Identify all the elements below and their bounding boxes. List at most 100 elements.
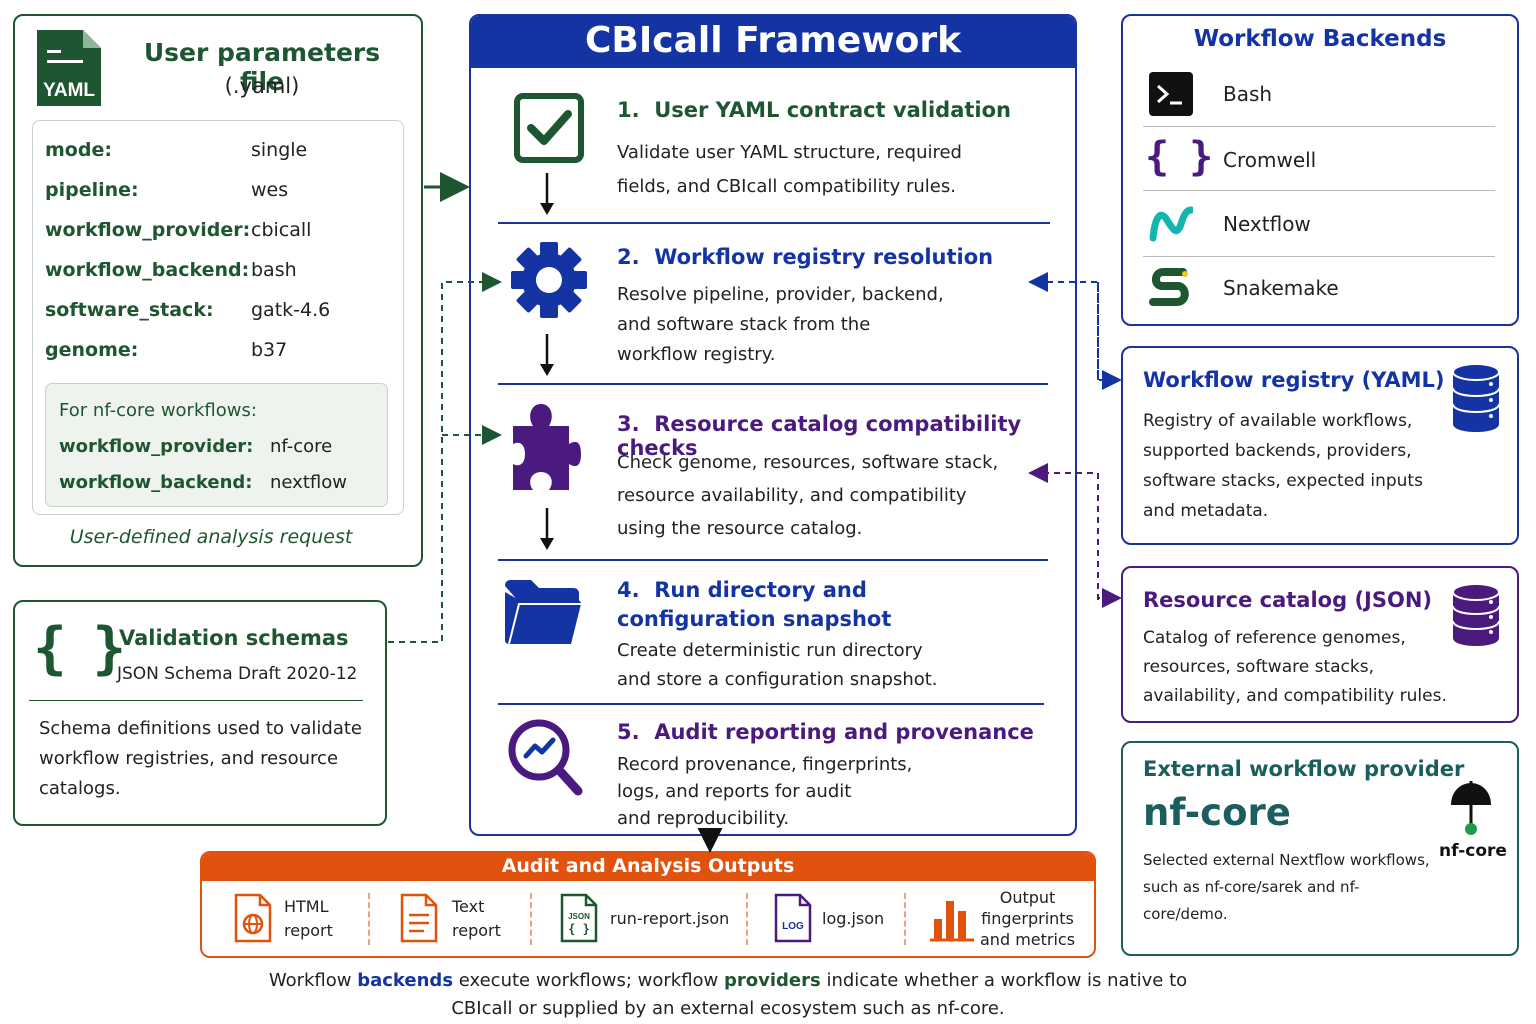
user-parameters-panel: YAML User parameters file (.yaml) mode: …	[13, 14, 423, 567]
catalog-link-arrow	[1028, 463, 1099, 600]
schemas-to-registry-arrow	[388, 272, 502, 643]
gear-icon	[511, 242, 587, 318]
registry-title: Workflow registry (YAML)	[1143, 368, 1445, 392]
output-label-line: report	[452, 921, 501, 940]
step-desc-line: Validate user YAML structure, required	[617, 142, 962, 163]
step-1-title: 1. User YAML contract validation	[617, 98, 1011, 122]
step-2-title: 2. Workflow registry resolution	[617, 245, 993, 269]
step-title-line: configuration snapshot	[617, 607, 892, 631]
params-list: mode: single pipeline: wes workflow_prov…	[32, 120, 404, 515]
user-params-subtitle: (.yaml)	[224, 74, 300, 98]
user-params-caption: User-defined analysis request	[69, 526, 353, 548]
log-file-icon: LOG	[774, 893, 812, 943]
svg-text:{ }: { }	[568, 922, 590, 936]
step-title-text: Run directory and	[654, 578, 867, 602]
yaml-icon-label: YAML	[43, 80, 95, 101]
param-value: nf-core	[270, 436, 333, 457]
divider	[1143, 256, 1495, 257]
output-label-line: Output	[999, 888, 1056, 907]
divider	[368, 893, 370, 945]
registry-description: Registry of available workflows, support…	[1143, 411, 1423, 521]
step-desc-line: Create deterministic run directory	[617, 640, 923, 661]
footnote-line-2: CBIcall or supplied by an external ecosy…	[451, 998, 1005, 1019]
step-desc-line: and reproducibility.	[617, 808, 790, 829]
param-key: workflow_provider:	[45, 219, 251, 241]
param-key: genome:	[45, 339, 139, 361]
registry-link-arrow	[1097, 282, 1122, 390]
backend-label: Snakemake	[1223, 276, 1339, 300]
down-arrow-icon	[540, 173, 554, 215]
param-value: single	[251, 139, 308, 161]
down-arrow-icon	[540, 508, 554, 550]
step-title-text: Workflow registry resolution	[654, 245, 994, 269]
step-number: 4.	[617, 578, 640, 602]
output-label: run-report.json	[610, 909, 730, 928]
puzzle-icon	[513, 404, 581, 490]
html-file-icon	[234, 893, 272, 943]
param-value: gatk-4.6	[251, 299, 331, 321]
step-desc-line: resource availability, and compatibility	[617, 485, 967, 506]
divider	[904, 893, 906, 945]
yaml-file-icon: YAML	[37, 30, 101, 106]
step-3-description: Check genome, resources, software stack,…	[617, 446, 998, 545]
log-icon-text: LOG	[782, 921, 804, 932]
framework-title: CBIcall Framework	[584, 20, 962, 61]
param-value: bash	[251, 259, 297, 281]
schemas-description: Schema definitions used to validate work…	[39, 718, 362, 799]
step-5-description: Record provenance, fingerprints, logs, a…	[617, 751, 912, 832]
snakemake-icon	[1149, 268, 1189, 306]
step-title-text: Resource catalog compatibility checks	[617, 412, 1022, 460]
footnote-text: indicate whether a workflow is native to	[820, 970, 1188, 991]
backends-title: Workflow Backends	[1193, 26, 1447, 52]
step-2-description: Resolve pipeline, provider, backend, and…	[617, 280, 944, 370]
catalog-title: Resource catalog (JSON)	[1143, 588, 1433, 612]
footnote: Workflow backends execute workflows; wor…	[200, 967, 1256, 1023]
output-label: Text report	[452, 895, 501, 943]
step-4-description: Create deterministic run directory and s…	[617, 636, 938, 694]
nfcore-heading: For nf-core workflows:	[59, 400, 257, 421]
step-1-description: Validate user YAML structure, required f…	[617, 136, 962, 204]
nfcore-logo-label: nf-core	[1439, 841, 1507, 861]
divider	[1143, 126, 1495, 127]
validation-schemas-panel: { } Validation schemas JSON Schema Draft…	[13, 600, 387, 826]
step-desc-line: using the resource catalog.	[617, 518, 863, 539]
output-label-line: and metrics	[980, 930, 1076, 949]
output-label: Output fingerprints and metrics	[980, 887, 1075, 950]
step-number: 3.	[617, 412, 640, 436]
divider	[1143, 190, 1495, 191]
database-icon	[1452, 363, 1500, 432]
param-value: b37	[251, 339, 288, 361]
folder-icon	[505, 580, 581, 645]
output-label: log.json	[822, 909, 885, 928]
text-file-icon	[400, 893, 438, 943]
step-title-line: 4. Run directory and	[617, 576, 891, 605]
step-separator	[498, 383, 1048, 385]
umbrella-icon	[1451, 781, 1491, 835]
nextflow-icon	[1149, 206, 1193, 242]
framework-panel: CBIcall Framework 1. User YAML contract …	[469, 14, 1077, 836]
param-value: cbicall	[251, 219, 312, 241]
outputs-title: Audit and Analysis Outputs	[501, 855, 795, 877]
divider	[746, 893, 748, 945]
footnote-providers: providers	[724, 970, 821, 991]
user-params-title: User parameters file	[143, 38, 381, 96]
step-desc-line: logs, and reports for audit	[617, 781, 852, 802]
nfcore-params-box: For nf-core workflows: workflow_provider…	[45, 383, 388, 507]
schemas-title: Validation schemas	[119, 626, 349, 650]
step-separator	[498, 703, 1044, 705]
output-label: HTML report	[284, 895, 333, 943]
braces-icon: { }	[1145, 134, 1213, 180]
backend-label: Nextflow	[1223, 212, 1311, 236]
step-desc-line: Resolve pipeline, provider, backend,	[617, 284, 944, 305]
param-key: pipeline:	[45, 179, 139, 201]
param-key: mode:	[45, 139, 112, 161]
step-desc-line: and store a configuration snapshot.	[617, 669, 938, 690]
external-title: External workflow provider	[1143, 757, 1465, 781]
outputs-header	[202, 853, 1094, 881]
catalog-link-arrow	[1097, 473, 1122, 608]
external-name: nf-core	[1143, 791, 1291, 834]
step-3-title: 3. Resource catalog compatibility checks	[617, 412, 1075, 460]
step-5-title: 5. Audit reporting and provenance	[617, 720, 1034, 744]
step-number: 1.	[617, 98, 640, 122]
